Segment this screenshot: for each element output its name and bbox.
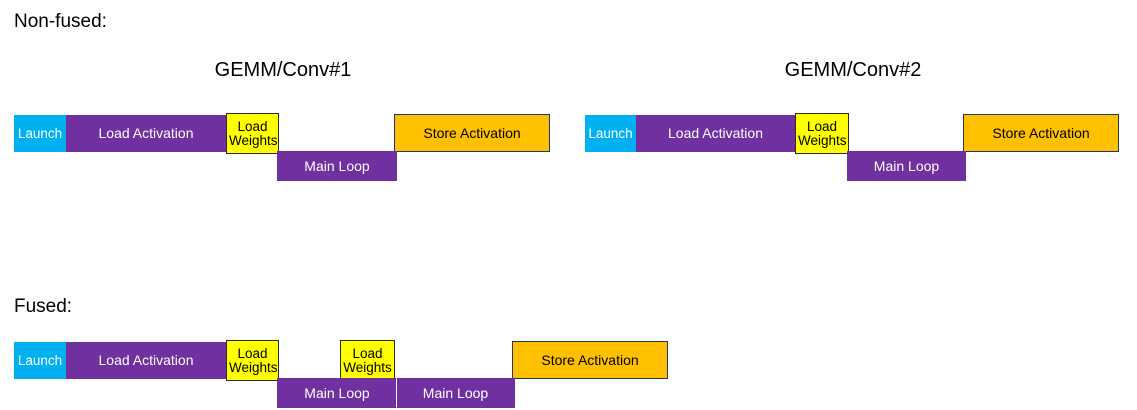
bar-label: Load Activation <box>98 352 194 369</box>
bar-nf2-launch[interactable]: Launch <box>585 115 636 152</box>
bar-label: Load Weights <box>229 345 278 375</box>
section-label-non-fused: Non-fused: <box>14 11 107 32</box>
bar-fused-launch[interactable]: Launch <box>14 342 66 379</box>
bar-fused-load-activation[interactable]: Load Activation <box>66 342 226 379</box>
bar-nf1-main-loop[interactable]: Main Loop <box>277 151 397 181</box>
bar-fused-store-activation[interactable]: Store Activation <box>512 341 668 379</box>
bar-fused-main-loop-2[interactable]: Main Loop <box>396 378 515 408</box>
bar-label: Load Weights <box>343 345 392 375</box>
bar-label: Launch <box>588 125 633 141</box>
bar-nf2-load-activation[interactable]: Load Activation <box>636 115 795 152</box>
bar-nf1-load-activation[interactable]: Load Activation <box>66 115 226 152</box>
bar-label: Main Loop <box>304 157 370 174</box>
bar-label: Launch <box>17 125 63 141</box>
bar-label: Load Weights <box>798 118 847 148</box>
bar-nf2-load-weights[interactable]: Load Weights <box>795 113 849 154</box>
bar-nf1-store-activation[interactable]: Store Activation <box>394 114 550 152</box>
bar-nf2-store-activation[interactable]: Store Activation <box>963 114 1119 152</box>
bar-fused-main-loop-1[interactable]: Main Loop <box>277 378 397 408</box>
group-title-gemm-conv-2: GEMM/Conv#2 <box>784 59 922 81</box>
bar-nf2-main-loop[interactable]: Main Loop <box>847 151 966 181</box>
bar-label: Load Weights <box>229 118 278 148</box>
bar-fused-load-weights-1[interactable]: Load Weights <box>226 340 279 381</box>
bar-label: Main Loop <box>873 157 940 174</box>
bar-label: Store Activation <box>992 124 1090 141</box>
bar-label: Load Activation <box>98 125 194 142</box>
bar-label: Launch <box>17 352 63 368</box>
bar-fused-load-weights-2[interactable]: Load Weights <box>340 340 395 381</box>
bar-nf1-launch[interactable]: Launch <box>14 115 66 152</box>
bar-nf1-load-weights[interactable]: Load Weights <box>226 113 279 154</box>
bar-label: Store Activation <box>541 351 639 368</box>
bar-label: Main Loop <box>422 384 489 401</box>
bar-label: Store Activation <box>423 124 521 141</box>
group-title-gemm-conv-1: GEMM/Conv#1 <box>214 59 352 81</box>
section-label-fused: Fused: <box>14 296 73 317</box>
bar-label: Load Activation <box>668 125 763 142</box>
bar-label: Main Loop <box>304 384 370 401</box>
